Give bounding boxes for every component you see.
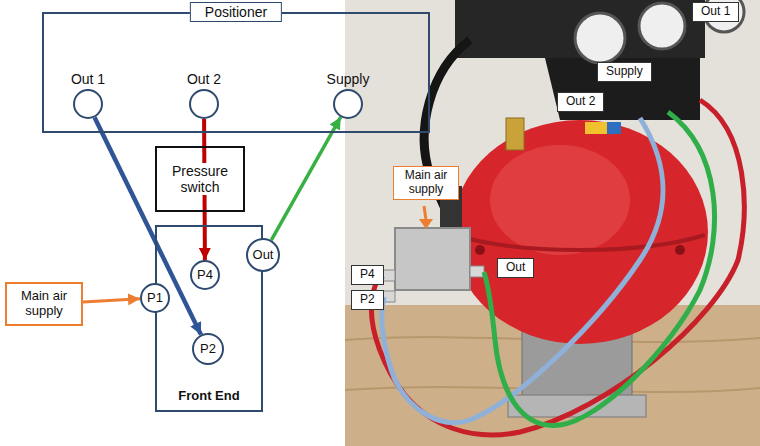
port-circle: Out 1 — [73, 89, 103, 119]
port-circle: P1 — [140, 283, 170, 313]
node-label: Out 2 — [187, 71, 221, 87]
actuator-highlight — [490, 145, 630, 255]
actuator-bolt — [475, 245, 485, 255]
tube-fitting — [470, 266, 484, 277]
leader-arrowhead — [419, 219, 433, 229]
manifold-block — [395, 228, 470, 290]
node-label: Out 1 — [71, 71, 105, 87]
port-circle: Supply — [333, 89, 363, 119]
position-indicator — [585, 122, 607, 134]
pressure-gauge — [639, 3, 685, 49]
node-label: P4 — [197, 268, 213, 283]
photo-callout: Out 1 — [692, 2, 739, 22]
leader-arrow — [424, 206, 426, 220]
position-indicator — [607, 122, 621, 134]
pressure-gauge — [575, 13, 625, 63]
port-circle: P2 — [192, 333, 224, 365]
actuator-bolt — [675, 245, 685, 255]
photo-callout: Main air supply — [393, 166, 459, 200]
node-label: Supply — [327, 71, 370, 87]
node-label: Out 2 — [564, 95, 597, 109]
node-label: Pressure switch — [163, 163, 237, 195]
port-circle: P4 — [190, 260, 220, 290]
node-label: Supply — [604, 65, 645, 79]
node-label: P4 — [358, 268, 377, 282]
supply-box: Main air supply — [5, 282, 83, 326]
photo-callout: Out — [497, 258, 534, 278]
photo-callout: P4 — [351, 265, 384, 285]
air-tube — [484, 112, 715, 425]
node-label: Out 1 — [699, 5, 732, 19]
port-circle: Out — [246, 238, 280, 272]
front-end-box: Front EndP4OutP1P2 — [155, 225, 263, 412]
node-label: P2 — [200, 342, 216, 357]
pressure-switch-box: Pressure switch — [155, 146, 245, 212]
node-label: Main air supply — [13, 289, 75, 319]
air-tube — [382, 118, 663, 423]
node-label: Out — [504, 261, 527, 275]
photo-callout: P2 — [351, 290, 384, 310]
node-label: P2 — [358, 293, 377, 307]
positioner-block — [545, 58, 700, 120]
positioner-box: PositionerOut 1Out 2Supply — [42, 12, 430, 133]
brass-fitting — [506, 118, 524, 150]
node-label: Out — [253, 248, 274, 263]
node-label: Positioner — [190, 2, 282, 22]
node-label: Front End — [157, 389, 261, 404]
photo-background — [345, 0, 760, 446]
air-line — [271, 117, 340, 240]
node-label: P1 — [147, 291, 163, 306]
photo-callout: Supply — [597, 62, 652, 82]
photo-callout: Out 2 — [557, 92, 604, 112]
air-tube — [371, 100, 744, 435]
actuator-seam — [455, 235, 705, 250]
air-line — [83, 299, 140, 302]
valve-flange — [508, 395, 646, 417]
port-circle: Out 2 — [189, 89, 219, 119]
node-label: Main air supply — [400, 169, 452, 197]
